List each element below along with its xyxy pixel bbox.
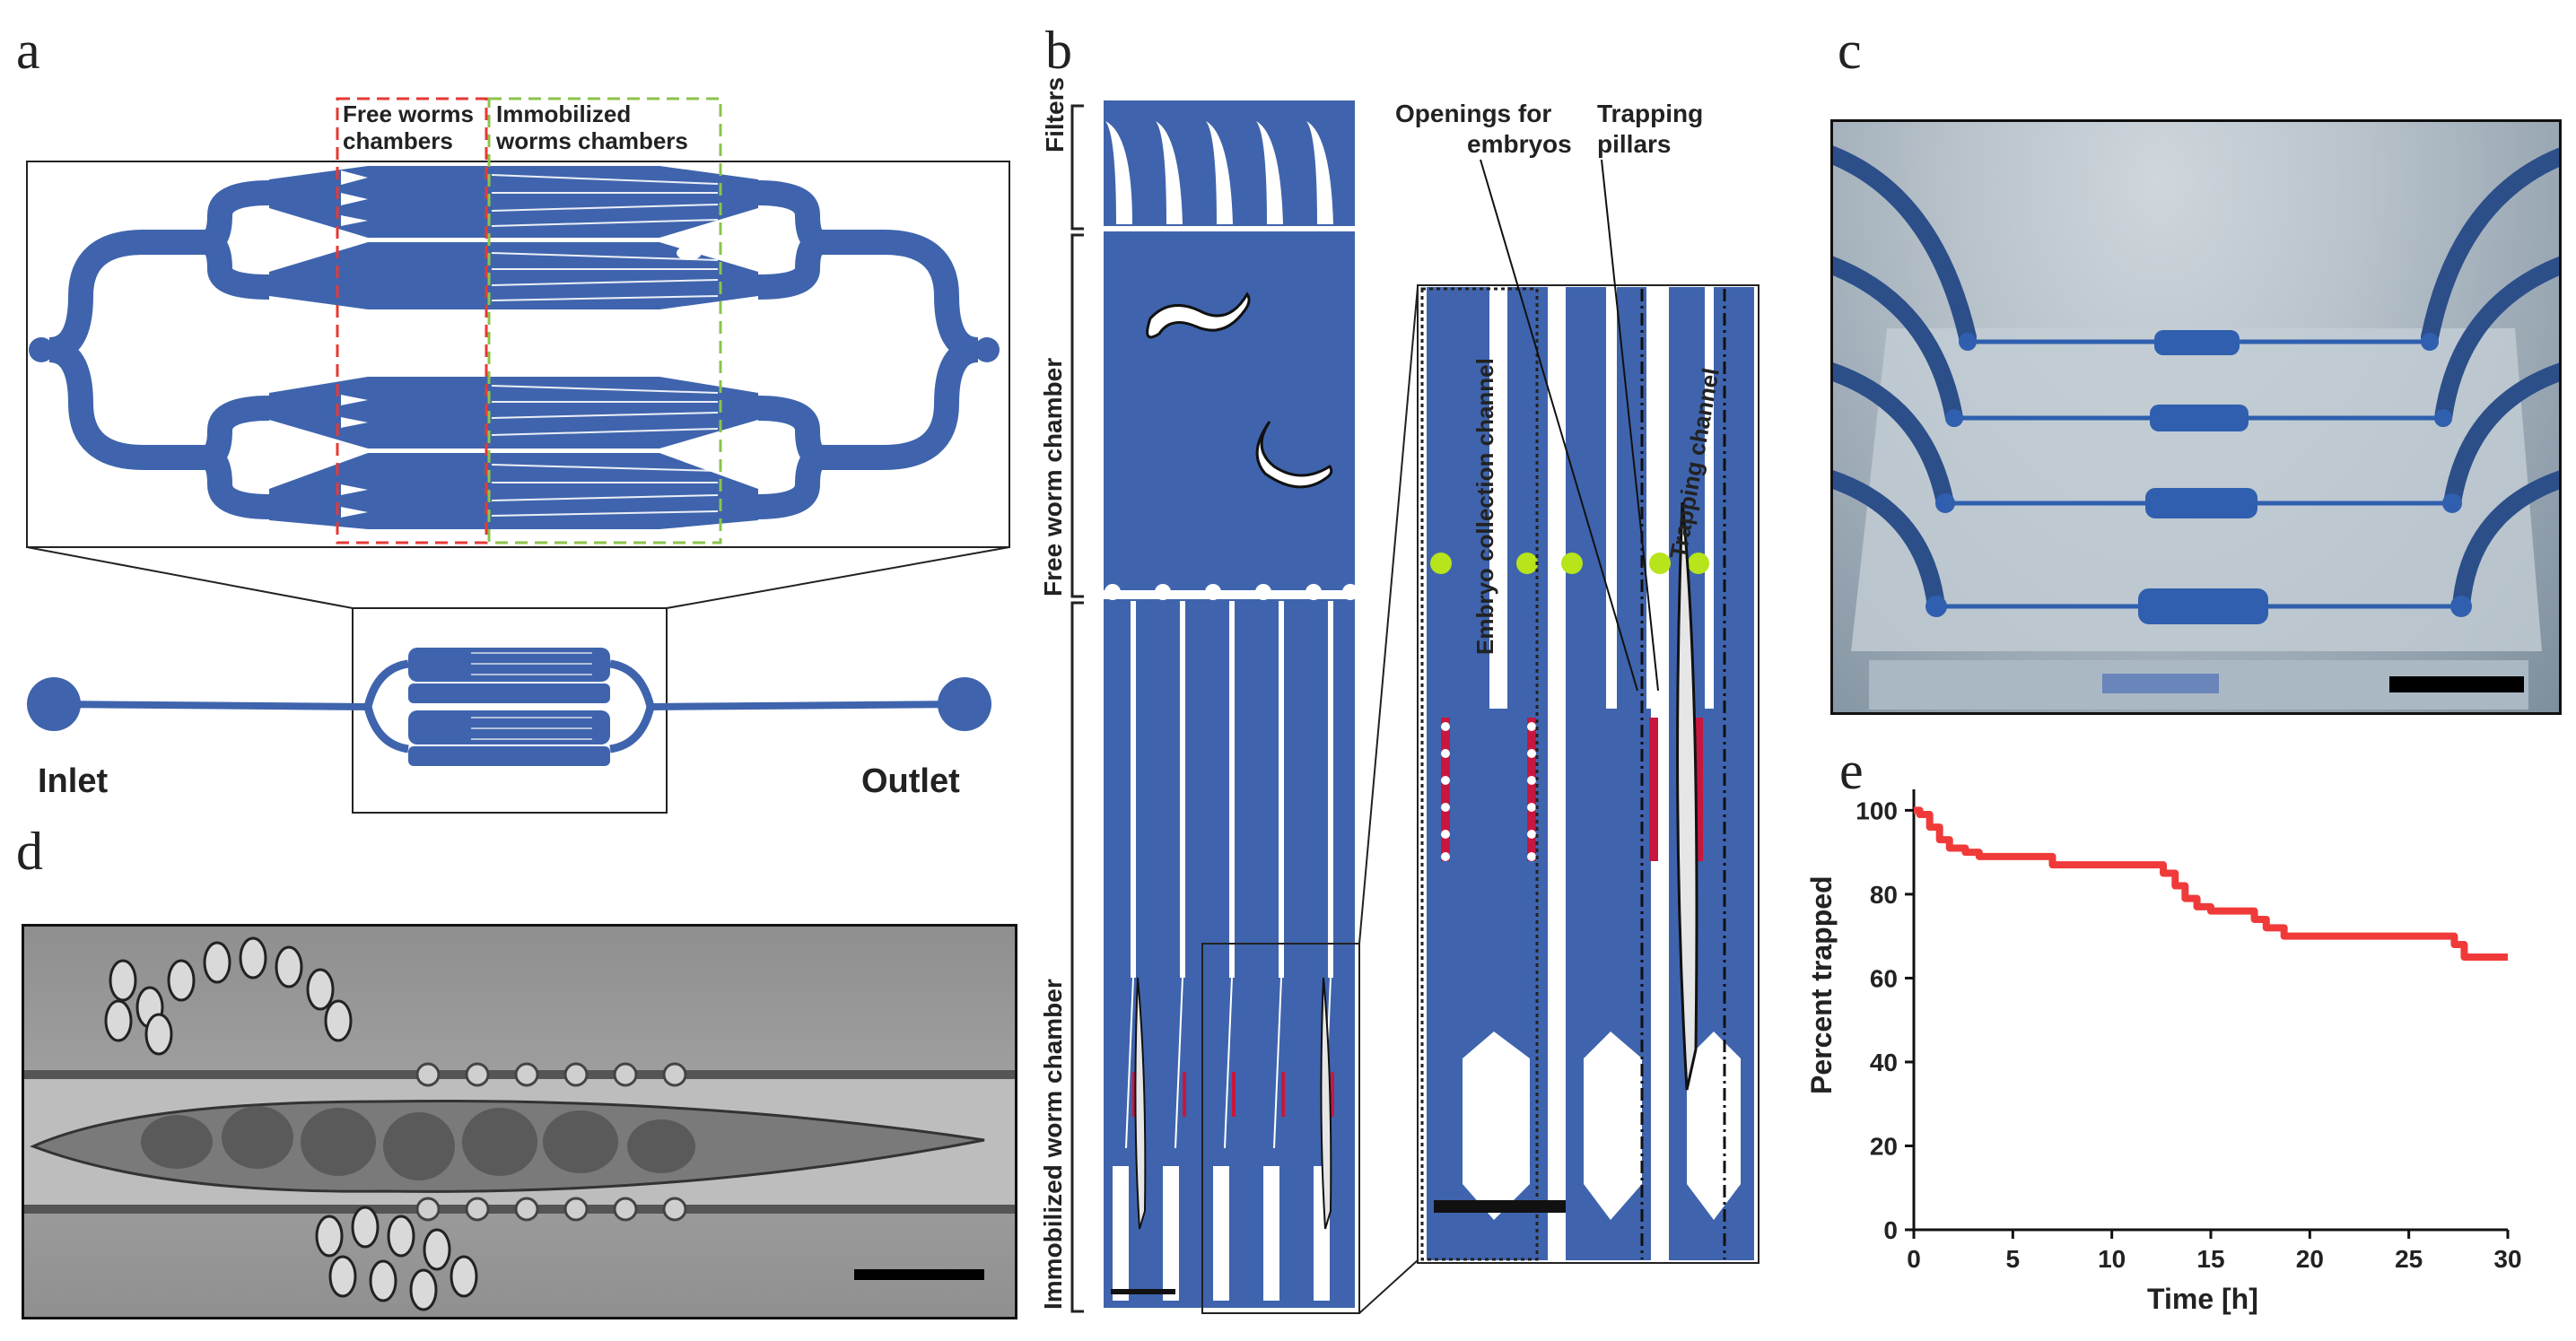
outlet-label: Outlet [861, 762, 960, 800]
panel-e-letter: e [1839, 741, 1864, 800]
x-tick-label: 10 [2098, 1245, 2126, 1273]
series-line-0 [1914, 806, 2508, 962]
y-tick-label: 80 [1870, 881, 1898, 909]
chart-y-axis-label: Percent trapped [1805, 875, 1838, 1094]
panel-a-letter: a [16, 21, 40, 80]
x-tick-label: 25 [2395, 1245, 2423, 1273]
inlet-label: Inlet [38, 762, 109, 800]
y-tick-label: 0 [1883, 1216, 1898, 1244]
embryo-collection-channel-label: Embryo collection channel [1471, 358, 1498, 655]
panel-b-chamber-diagram [1070, 100, 1760, 1314]
panel-c-letter: c [1838, 21, 1862, 80]
panel-d-letter: d [16, 822, 43, 881]
x-tick-label: 0 [1907, 1245, 1921, 1273]
x-tick-label: 5 [2006, 1245, 2021, 1273]
chart-x-axis-label: Time [h] [2147, 1283, 2258, 1315]
x-tick-label: 20 [2296, 1245, 2324, 1273]
panel-b-letter: b [1045, 21, 1072, 80]
x-tick-label: 30 [2493, 1245, 2521, 1273]
y-tick-label: 20 [1870, 1132, 1898, 1160]
panel-d-micrograph [22, 924, 1017, 1319]
immobilized-worm-chamber-label: Immobilized worm chamber [1039, 979, 1067, 1310]
free-worm-chamber-label: Free worm chamber [1039, 357, 1067, 596]
y-tick-label: 60 [1870, 964, 1898, 992]
y-tick-label: 40 [1870, 1049, 1898, 1076]
panel-c-device-photo [1830, 119, 2562, 715]
x-tick-label: 15 [2196, 1245, 2224, 1273]
filters-label: Filters [1041, 76, 1069, 152]
panel-a-device-diagram [26, 97, 1010, 814]
